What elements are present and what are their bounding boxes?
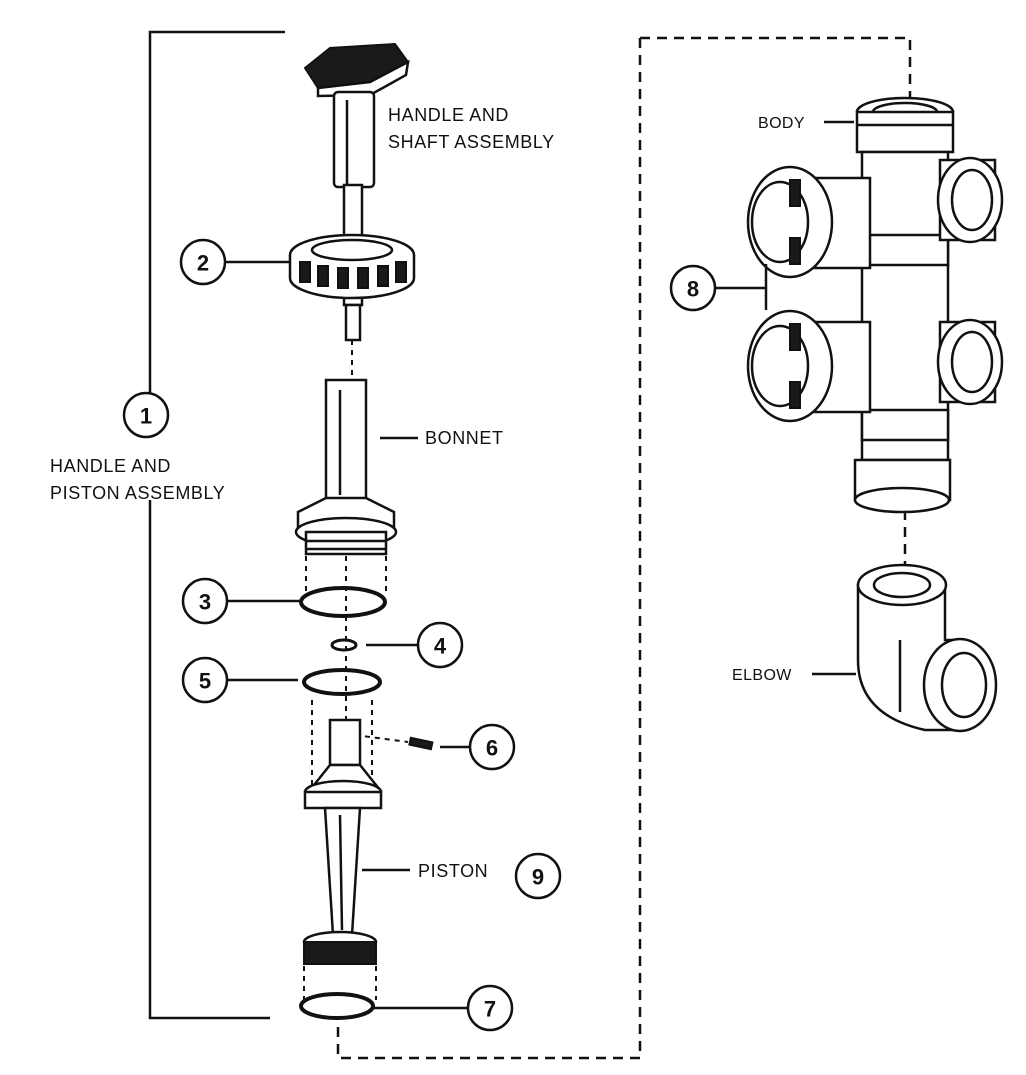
o-ring-5-part — [302, 668, 382, 696]
pin-part — [354, 734, 434, 751]
callout-3: 3 — [181, 577, 229, 625]
handle-and-shaft-part — [303, 42, 410, 380]
callout-6: 6 — [468, 723, 516, 771]
callout-1: 1 — [122, 391, 170, 439]
svg-text:5: 5 — [199, 669, 211, 694]
elbow-part — [856, 563, 998, 733]
callout-9: 9 — [514, 852, 562, 900]
bonnet-part — [294, 378, 398, 720]
label-piston: PISTON — [418, 861, 488, 881]
label-handle-piston-line1: HANDLE AND — [50, 456, 171, 476]
label-bonnet: BONNET — [425, 428, 504, 448]
assembly-dashed-path — [336, 36, 912, 1060]
o-ring-4-part — [330, 638, 358, 652]
label-handle-shaft-line1: HANDLE AND — [388, 105, 509, 125]
svg-text:6: 6 — [486, 736, 498, 761]
svg-text:4: 4 — [434, 634, 447, 659]
nut-ring-part — [288, 233, 416, 300]
assembly-bracket — [148, 30, 285, 1020]
callout-5: 5 — [181, 656, 229, 704]
callout-4: 4 — [416, 621, 464, 669]
leader-lines — [226, 120, 856, 1010]
svg-text:3: 3 — [199, 590, 211, 615]
svg-text:7: 7 — [484, 997, 496, 1022]
callout-2: 2 — [179, 238, 227, 286]
o-ring-7-part — [299, 992, 375, 1020]
o-ring-3-part — [299, 586, 387, 618]
label-elbow: ELBOW — [732, 667, 792, 684]
svg-text:1: 1 — [140, 404, 152, 429]
label-handle-shaft-line2: SHAFT ASSEMBLY — [388, 132, 555, 152]
callout-8: 8 — [669, 264, 717, 312]
body-part — [746, 96, 1004, 514]
piston-part — [302, 700, 383, 1000]
label-handle-piston-line2: PISTON ASSEMBLY — [50, 483, 225, 503]
label-body: BODY — [758, 115, 805, 132]
svg-text:8: 8 — [687, 277, 699, 302]
svg-text:9: 9 — [532, 865, 544, 890]
svg-text:2: 2 — [197, 251, 209, 276]
callout-7: 7 — [466, 984, 514, 1032]
